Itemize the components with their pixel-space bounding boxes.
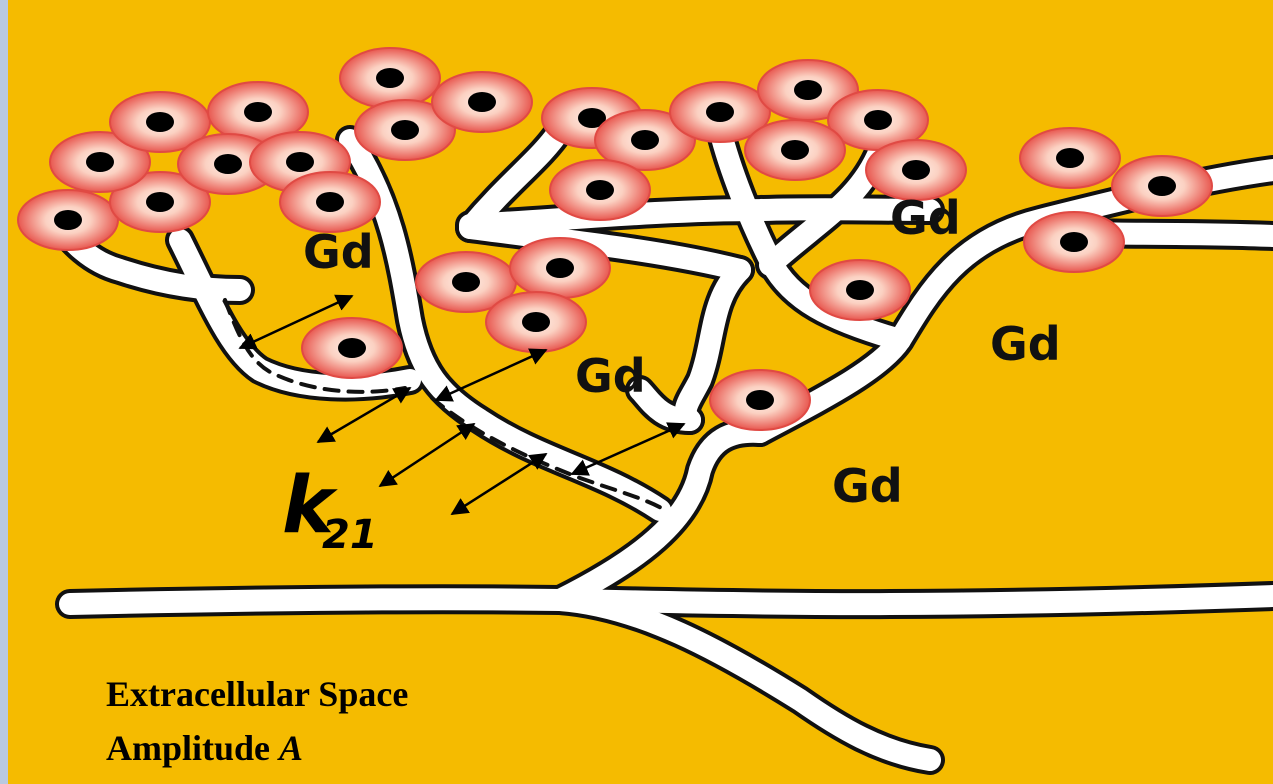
cell-nucleus (316, 192, 344, 212)
cell-nucleus (546, 258, 574, 278)
cell (18, 190, 118, 250)
gd-label: Gd (832, 459, 903, 513)
cell (1020, 128, 1120, 188)
gd-label: Gd (575, 349, 646, 403)
cell (302, 318, 402, 378)
cell-nucleus (286, 152, 314, 172)
cell-nucleus (746, 390, 774, 410)
cell-nucleus (1060, 232, 1088, 252)
cell-nucleus (244, 102, 272, 122)
cell-nucleus (1056, 148, 1084, 168)
cell-nucleus (586, 180, 614, 200)
cell-nucleus (146, 192, 174, 212)
cell (1024, 212, 1124, 272)
cell-nucleus (522, 312, 550, 332)
cell-nucleus (794, 80, 822, 100)
cell-nucleus (86, 152, 114, 172)
cell (510, 238, 610, 298)
gd-label: Gd (890, 191, 961, 245)
cell-nucleus (54, 210, 82, 230)
cell-nucleus (468, 92, 496, 112)
cell (550, 160, 650, 220)
cell-nucleus (706, 102, 734, 122)
cell-nucleus (846, 280, 874, 300)
cell (745, 120, 845, 180)
cell (810, 260, 910, 320)
caption-amplitude-variable: A (277, 728, 303, 768)
cell (280, 172, 380, 232)
cell (340, 48, 440, 108)
caption-line-1: Extracellular Space (106, 674, 408, 714)
cell-nucleus (391, 120, 419, 140)
cell (432, 72, 532, 132)
cell-nucleus (452, 272, 480, 292)
cell-nucleus (631, 130, 659, 150)
cell (1112, 156, 1212, 216)
cell-nucleus (338, 338, 366, 358)
cell-nucleus (376, 68, 404, 88)
cell-nucleus (1148, 176, 1176, 196)
cell-nucleus (146, 112, 174, 132)
caption-line-2: Amplitude A (106, 728, 303, 768)
cell-nucleus (781, 140, 809, 160)
cell (710, 370, 810, 430)
caption-amplitude-text: Amplitude (106, 728, 279, 768)
rate-constant-subscript: 21 (322, 512, 378, 558)
gd-label: Gd (990, 317, 1061, 371)
cell (486, 292, 586, 352)
cell-nucleus (864, 110, 892, 130)
gd-label: Gd (303, 225, 374, 279)
cell-nucleus (214, 154, 242, 174)
cell-nucleus (902, 160, 930, 180)
